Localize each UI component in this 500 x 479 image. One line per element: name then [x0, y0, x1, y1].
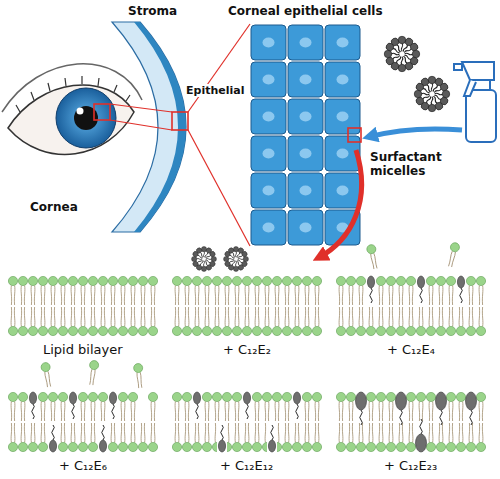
lipid-bilayer [138, 392, 148, 422]
eye-drawing [56, 88, 116, 148]
lipid-bilayer [336, 276, 486, 336]
spray-bottle [462, 62, 494, 80]
lipid-bilayer [99, 425, 106, 452]
lipid-bilayer [69, 392, 76, 419]
lipid-bilayer [293, 392, 300, 419]
lipid-bilayer [49, 425, 56, 452]
lipid-bilayer [98, 422, 108, 452]
surfactant-micelle [192, 247, 249, 272]
lipid-bilayer [366, 276, 376, 306]
lipid-bilayer [336, 392, 486, 452]
released-lipid [366, 244, 380, 270]
panel-caption: + C₁₂E₆ [59, 458, 107, 474]
lipid-bilayer [172, 276, 322, 336]
panel-caption: + C₁₂E₂₃ [384, 458, 437, 474]
lipid-bilayer [267, 422, 277, 452]
cornea-slab [112, 22, 186, 232]
lipid-bilayer [8, 392, 158, 452]
spray-bottle [464, 80, 476, 96]
surfactant-micelle [384, 36, 449, 111]
released-lipid [87, 360, 99, 386]
spray-bottle [454, 64, 462, 70]
surfactant-micelle [224, 247, 249, 272]
cornea-slab [134, 22, 186, 232]
lipid-bilayer [109, 392, 116, 419]
lipid-bilayer [8, 276, 158, 336]
spray-arrow [368, 129, 462, 137]
lipid-bilayer [466, 392, 477, 425]
surfactant-micelle [384, 36, 419, 71]
lipid-bilayer [217, 422, 227, 452]
released-lipid [40, 362, 53, 388]
lipid-bilayer [193, 392, 200, 419]
epithelial-cells [250, 24, 361, 246]
eye-drawing [77, 108, 84, 115]
lipid-bilayer [172, 276, 322, 336]
panel-caption: Lipid bilayer [43, 342, 123, 358]
lipid-bilayer [29, 392, 36, 419]
zoom-arrow [318, 150, 362, 258]
epithelial-cells [348, 128, 361, 142]
lipid-bilayer [192, 392, 202, 422]
zoom-lines [188, 130, 250, 246]
lipid-bilayer [8, 276, 158, 336]
cornea-slab [172, 112, 188, 130]
zoom-lines [110, 104, 172, 112]
epithelial-cells [250, 24, 361, 246]
lipid-bilayer [416, 419, 427, 452]
spray-bottle [466, 90, 496, 142]
eye-drawing [2, 64, 142, 155]
lipid-bilayer [108, 392, 118, 422]
lipid-bilayer [416, 276, 426, 306]
lipid-bilayer [172, 392, 322, 452]
zoom-lines [188, 24, 250, 112]
surfactant-micelle [414, 76, 449, 111]
lipid-bilayer [336, 276, 486, 336]
lipid-bilayer [416, 419, 427, 452]
lipid-bilayer [28, 392, 38, 422]
lipid-bilayer [49, 425, 56, 452]
lipid-bilayer [336, 392, 486, 452]
lipid-bilayer [218, 425, 225, 452]
released-lipid [366, 242, 460, 270]
cells-label: Corneal epithelial cells [228, 4, 383, 18]
lipid-bilayer [99, 425, 106, 452]
lipid-bilayer [456, 276, 466, 306]
zoom-lines [110, 120, 172, 130]
lipid-bilayer [8, 392, 158, 452]
eye-drawing [8, 85, 134, 155]
micelle-label: Surfactant micelles [370, 150, 460, 179]
lipid-bilayer [242, 392, 252, 422]
lipid-bilayer [292, 392, 302, 422]
panel-caption: + C₁₂E₁₂ [220, 458, 273, 474]
eye-drawing [16, 76, 130, 112]
lipid-bilayer [436, 392, 447, 425]
lipid-bilayer [218, 425, 225, 452]
lipid-bilayer [268, 425, 275, 452]
panel-caption: + C₁₂E₂ [223, 342, 271, 358]
lipid-bilayer [457, 276, 464, 303]
epithelial-label: Epithelial [184, 84, 246, 97]
lipid-bilayer [48, 422, 58, 452]
eye-drawing [94, 104, 110, 120]
released-lipid [133, 363, 145, 388]
lipid-bilayer [243, 392, 250, 419]
lipid-bilayer [417, 276, 424, 303]
lipid-bilayer [356, 392, 367, 425]
surfactant-micelle [192, 247, 217, 272]
lipid-bilayer [396, 392, 407, 425]
cornea-label: Cornea [30, 200, 78, 214]
lipid-bilayer [268, 425, 275, 452]
eye-drawing [56, 88, 116, 148]
zoom-lines [110, 24, 250, 246]
panel-caption: + C₁₂E₄ [387, 342, 435, 358]
lipid-bilayer [68, 392, 78, 422]
stroma-label: Stroma [128, 4, 177, 18]
released-lipid [40, 360, 144, 388]
released-lipid [446, 242, 461, 268]
lipid-bilayer [367, 276, 374, 303]
lipid-bilayer [172, 392, 322, 452]
